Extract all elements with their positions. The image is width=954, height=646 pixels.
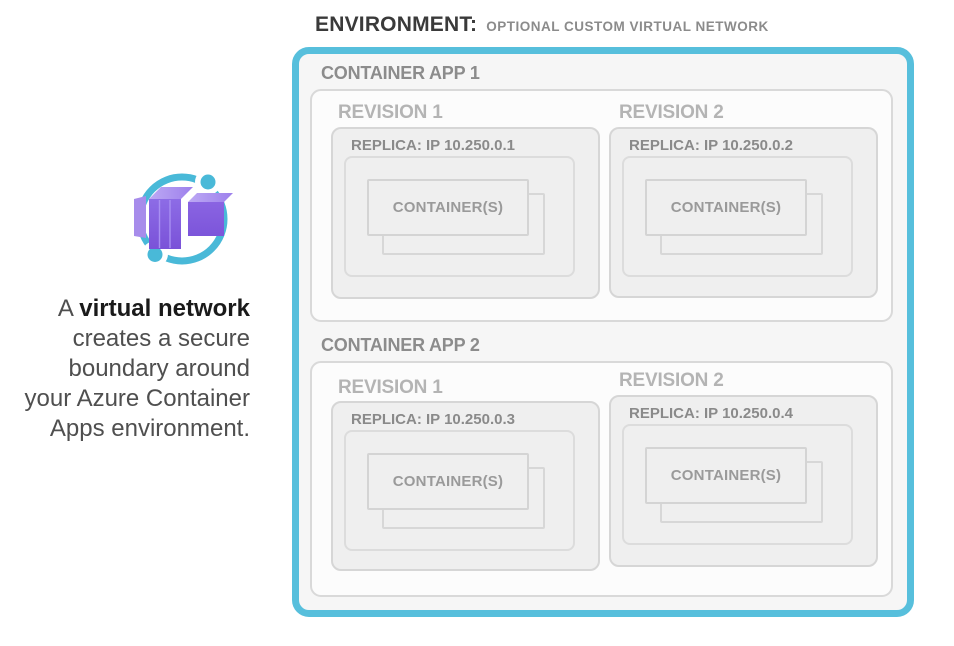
azure-container-apps-icon-svg (134, 169, 233, 267)
replica-ip-label: REPLICA: IP 10.250.0.3 (351, 411, 515, 428)
revision-2-label: REVISION 2 (619, 102, 724, 123)
virtual-network-caption: A virtual network creates a secure bound… (25, 294, 250, 444)
container-app-2-label: CONTAINER APP 2 (321, 335, 480, 355)
replica-ip-label: REPLICA: IP 10.250.0.4 (629, 405, 793, 422)
caption-line: A virtual network (57, 295, 250, 322)
containers-box: CONTAINER(S) (645, 179, 807, 236)
replica-box: REPLICA: IP 10.250.0.1 CONTAINER(S) (331, 127, 600, 299)
caption-line: your Azure Container (24, 385, 250, 412)
replica-box: REPLICA: IP 10.250.0.2 CONTAINER(S) (609, 127, 878, 298)
environment-box: CONTAINER APP 1 REVISION 1 REVISION 2 RE… (292, 47, 914, 617)
environment-subtitle: OPTIONAL CUSTOM VIRTUAL NETWORK (486, 19, 769, 34)
revision-1-label: REVISION 1 (338, 102, 443, 123)
caption-line: Apps environment. (49, 415, 250, 442)
replica-box: REPLICA: IP 10.250.0.4 CONTAINER(S) (609, 395, 878, 567)
caption-bold-text: virtual network (79, 295, 250, 322)
container-app-2-box: REVISION 1 REVISION 2 REPLICA: IP 10.250… (310, 361, 893, 597)
replica-inner-frame (622, 156, 853, 277)
containers-box: CONTAINER(S) (645, 447, 807, 504)
azure-container-apps-icon (126, 166, 236, 267)
caption-line: creates a secure (72, 325, 250, 352)
diagram-title: ENVIRONMENT: OPTIONAL CUSTOM VIRTUAL NET… (315, 13, 769, 37)
containers-box: CONTAINER(S) (367, 179, 529, 236)
container-app-1-label: CONTAINER APP 1 (321, 63, 480, 83)
replica-inner-frame (344, 156, 575, 277)
caption-line: boundary around (68, 355, 250, 382)
replica-inner-frame (622, 424, 853, 545)
revision-1-label: REVISION 1 (338, 377, 443, 398)
containers-label: CONTAINER(S) (392, 473, 504, 490)
containers-label: CONTAINER(S) (670, 467, 782, 484)
environment-title: ENVIRONMENT: (315, 13, 478, 36)
replica-inner-frame (344, 430, 575, 551)
containers-label: CONTAINER(S) (392, 199, 504, 216)
containers-label: CONTAINER(S) (670, 199, 782, 216)
containers-box: CONTAINER(S) (367, 453, 529, 510)
revision-2-label: REVISION 2 (619, 370, 724, 391)
replica-box: REPLICA: IP 10.250.0.3 CONTAINER(S) (331, 401, 600, 571)
replica-ip-label: REPLICA: IP 10.250.0.1 (351, 137, 515, 154)
replica-ip-label: REPLICA: IP 10.250.0.2 (629, 137, 793, 154)
container-app-1-box: REVISION 1 REVISION 2 REPLICA: IP 10.250… (310, 89, 893, 322)
